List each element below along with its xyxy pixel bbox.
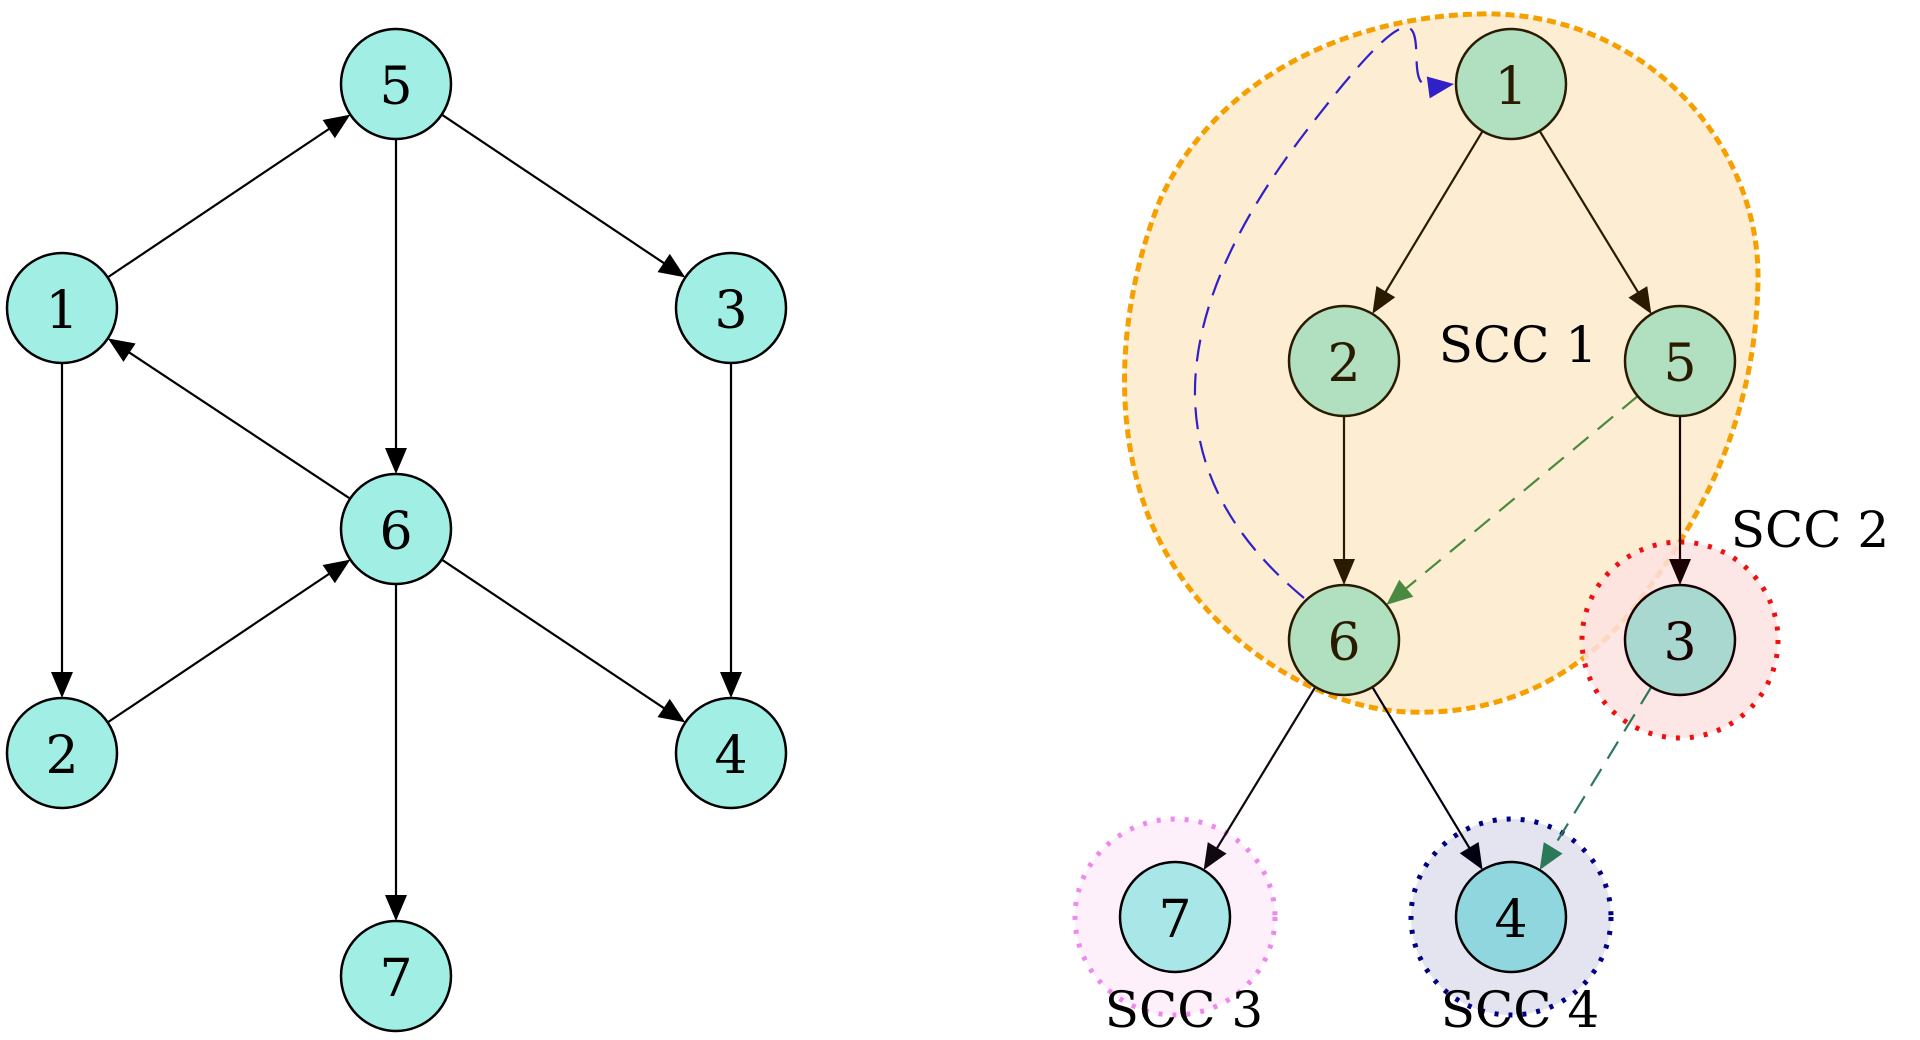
left-node-3-circle bbox=[674, 251, 788, 365]
left-node-3: 3 bbox=[674, 251, 788, 365]
left-node-2: 2 bbox=[5, 696, 119, 810]
left-graph-nodes: 5 1 3 6 2 4 7 bbox=[5, 27, 788, 1033]
right-edge-6-4-arrowhead bbox=[1459, 841, 1483, 870]
left-node-5-circle bbox=[339, 27, 453, 141]
right-graph-edges bbox=[1193, 26, 1691, 871]
right-node-5: 5 bbox=[1623, 304, 1737, 418]
left-node-4-label: 4 bbox=[714, 726, 747, 786]
left-node-6-circle bbox=[339, 472, 453, 586]
right-edge-1-5-arrowhead bbox=[1628, 286, 1652, 315]
left-edge-6-7-arrowhead bbox=[385, 895, 407, 921]
right-node-1-circle bbox=[1454, 27, 1568, 141]
left-node-4-circle bbox=[674, 696, 788, 810]
right-node-1-label: 1 bbox=[1494, 57, 1527, 117]
left-edge-6-1-arrowhead bbox=[107, 338, 136, 362]
right-node-3: 3 bbox=[1623, 583, 1737, 697]
right-node-7-label: 7 bbox=[1158, 890, 1191, 950]
right-node-4: 4 bbox=[1454, 860, 1568, 974]
right-node-2-label: 2 bbox=[1327, 334, 1360, 394]
right-edge-2-6-arrowhead bbox=[1333, 559, 1355, 585]
left-node-6-label: 6 bbox=[379, 502, 412, 562]
left-edge-6-1 bbox=[127, 350, 351, 500]
right-node-6-label: 6 bbox=[1327, 613, 1360, 673]
scc-labels: SCC 1 SCC 2 SCC 3 SCC 4 bbox=[1105, 316, 1889, 1039]
left-edge-5-3-arrowhead bbox=[657, 253, 686, 278]
left-node-3-label: 3 bbox=[714, 281, 747, 341]
left-edge-1-5 bbox=[107, 127, 332, 279]
left-edge-6-4 bbox=[441, 558, 666, 711]
left-node-4: 4 bbox=[674, 696, 788, 810]
left-edge-1-5-arrowhead bbox=[322, 114, 351, 139]
right-node-7: 7 bbox=[1118, 860, 1232, 974]
scc-1-region bbox=[1122, 11, 1761, 715]
left-graph-edges bbox=[51, 113, 742, 921]
right-node-5-circle bbox=[1623, 304, 1737, 418]
right-edge-6-1-arrowhead bbox=[1426, 76, 1454, 99]
right-graph-nodes: 1 2 5 6 3 7 4 bbox=[1118, 27, 1737, 974]
right-edge-5-6-arrowhead bbox=[1386, 579, 1414, 605]
scc-1-label: SCC 1 bbox=[1439, 316, 1597, 374]
left-node-2-label: 2 bbox=[45, 726, 78, 786]
right-edge-6-1 bbox=[1193, 26, 1429, 599]
left-node-1-circle bbox=[5, 251, 119, 365]
right-edge-6-7-arrowhead bbox=[1203, 842, 1227, 871]
left-node-5: 5 bbox=[339, 27, 453, 141]
left-edge-3-4-arrowhead bbox=[720, 672, 742, 698]
scc-4-label: SCC 4 bbox=[1441, 981, 1599, 1039]
scc-2-label: SCC 2 bbox=[1731, 501, 1889, 559]
left-node-5-label: 5 bbox=[379, 57, 412, 117]
left-node-7: 7 bbox=[339, 919, 453, 1033]
right-node-7-circle bbox=[1118, 860, 1232, 974]
right-node-6: 6 bbox=[1287, 583, 1401, 697]
left-node-1-label: 1 bbox=[45, 281, 78, 341]
left-edge-2-6-arrowhead bbox=[322, 559, 351, 584]
right-node-2: 2 bbox=[1287, 304, 1401, 418]
left-edge-1-2-arrowhead bbox=[51, 672, 73, 698]
left-node-7-label: 7 bbox=[379, 949, 412, 1009]
right-edge-6-7 bbox=[1215, 686, 1317, 851]
left-edge-2-6 bbox=[107, 572, 332, 724]
right-edge-5-3-arrowhead bbox=[1669, 559, 1691, 585]
right-edge-1-2-arrowhead bbox=[1372, 285, 1396, 314]
right-node-1: 1 bbox=[1454, 27, 1568, 141]
left-node-1: 1 bbox=[5, 251, 119, 365]
right-edge-3-4-arrowhead bbox=[1539, 842, 1563, 871]
right-node-4-circle bbox=[1454, 860, 1568, 974]
left-node-7-circle bbox=[339, 919, 453, 1033]
right-edge-1-5 bbox=[1538, 130, 1640, 295]
right-edge-1-2 bbox=[1383, 130, 1484, 294]
right-node-6-circle bbox=[1287, 583, 1401, 697]
right-node-4-label: 4 bbox=[1494, 890, 1527, 950]
right-edge-6-4 bbox=[1371, 686, 1472, 850]
left-edge-5-6-arrowhead bbox=[385, 448, 407, 474]
right-node-2-circle bbox=[1287, 304, 1401, 418]
right-edge-5-6 bbox=[1404, 395, 1639, 591]
right-node-3-circle bbox=[1623, 583, 1737, 697]
left-node-6: 6 bbox=[339, 472, 453, 586]
scc-3-label: SCC 3 bbox=[1105, 981, 1263, 1039]
left-edge-5-3 bbox=[441, 113, 666, 266]
right-node-5-label: 5 bbox=[1663, 334, 1696, 394]
left-node-2-circle bbox=[5, 696, 119, 810]
right-node-3-label: 3 bbox=[1663, 613, 1696, 673]
left-edge-6-4-arrowhead bbox=[657, 698, 686, 723]
